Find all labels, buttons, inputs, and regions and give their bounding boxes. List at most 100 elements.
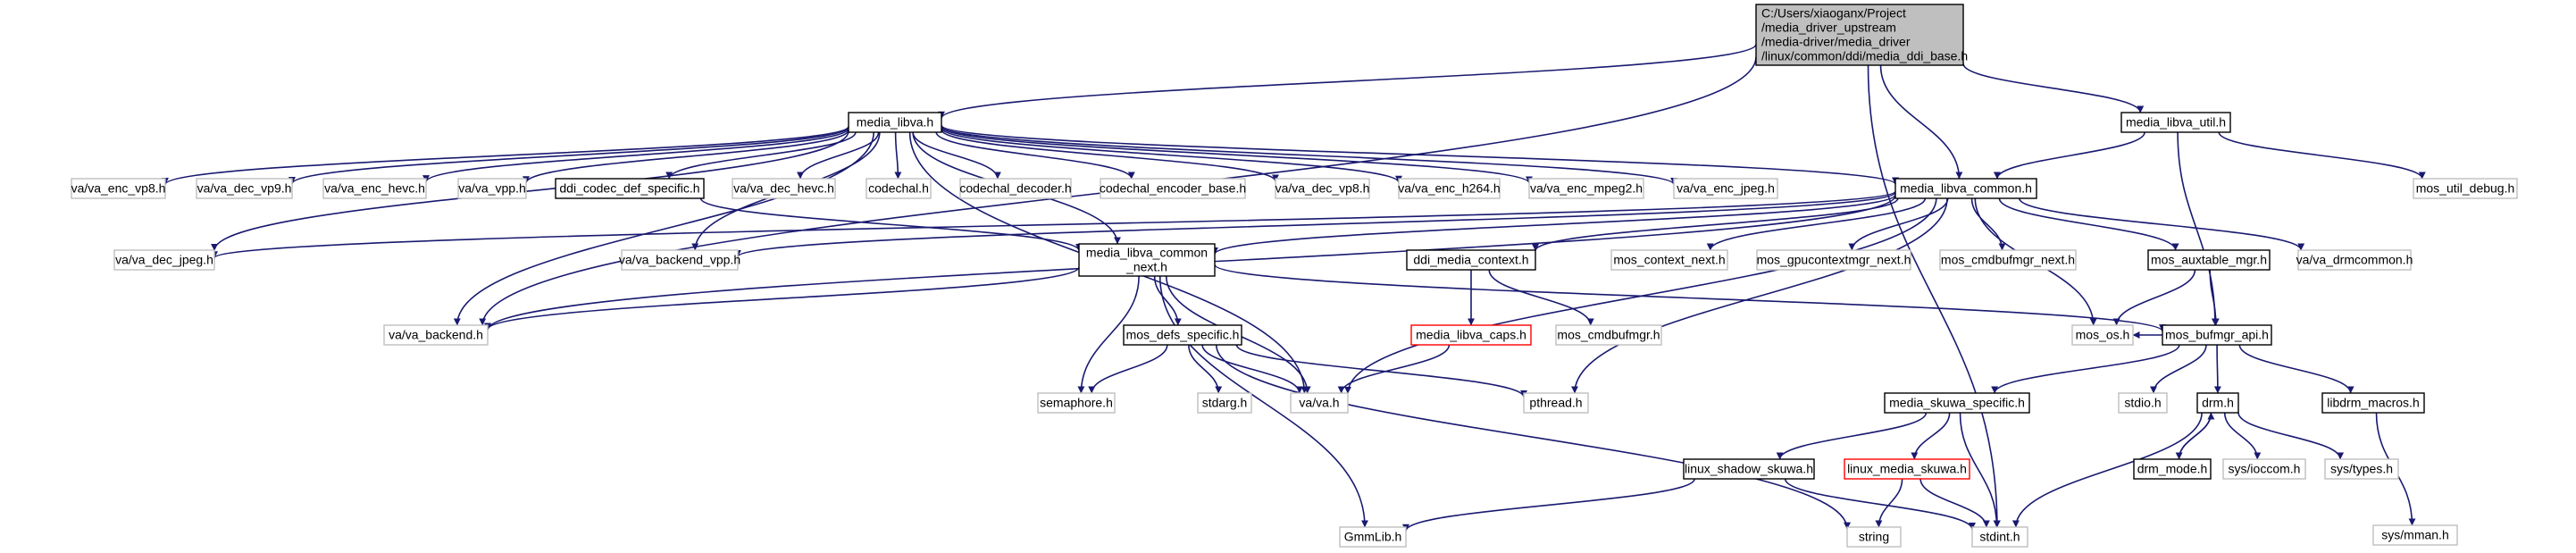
node-linux_media_skuwa-label: linux_media_skuwa.h xyxy=(1847,462,1967,476)
edge-drm-to-sys_ioccom xyxy=(2223,412,2262,460)
node-root-box xyxy=(1755,4,1964,66)
edge-media_libva-to-media_libva_common xyxy=(941,124,1899,185)
node-linux_media_skuwa[interactable]: linux_media_skuwa.h xyxy=(1844,458,1970,480)
node-mos_defs_specific[interactable]: mos_defs_specific.h xyxy=(1123,324,1242,346)
node-linux_media_skuwa-box xyxy=(1844,458,1970,480)
node-va_vpp-box xyxy=(457,178,527,199)
edge-media_libva-to-va_enc_jpeg xyxy=(941,125,1677,186)
edge-ddi_media_context-to-mos_cmdbufmgr xyxy=(1488,269,1594,326)
edge-media_libva-to-va_dec_hevc xyxy=(797,131,880,180)
edge-linux_media_skuwa-to-stdint xyxy=(1919,478,1990,528)
edge-media_libva_common-to-mos_cmdbufmgr_next xyxy=(1970,197,2006,251)
node-media_libva[interactable]: media_libva.h xyxy=(848,112,942,133)
node-media_libva_caps-label: media_libva_caps.h xyxy=(1416,328,1526,342)
node-va_backend-label: va/va_backend.h xyxy=(389,328,483,342)
node-va_enc_vp8-label: va/va_enc_vp8.h xyxy=(71,181,166,196)
node-ddi_codec_def_specific-box xyxy=(555,178,705,199)
edge-media_libva-to-va_dec_jpeg xyxy=(211,130,849,251)
node-media_libva_common_next[interactable]: media_libva_common_next.h xyxy=(1078,243,1216,277)
edge-drm-to-sys_types xyxy=(2237,412,2345,460)
node-va_enc_h264-label: va/va_enc_h264.h xyxy=(1398,181,1500,196)
node-va_dec_hevc-box xyxy=(732,178,836,199)
edge-media_libva_common-to-media_libva_common_next xyxy=(1211,194,1896,256)
node-sys_mman: sys/mman.h xyxy=(2372,524,2458,546)
edge-media_libva-to-va_dec_vp8 xyxy=(941,129,1279,182)
node-media_skuwa_specific-box xyxy=(1884,392,2030,414)
edge-mos_bufmgr_api-to-stdio xyxy=(2150,344,2207,394)
node-semaphore-box xyxy=(1037,392,1116,414)
node-semaphore-label: semaphore.h xyxy=(1040,396,1113,410)
node-media_skuwa_specific-label: media_skuwa_specific.h xyxy=(1889,396,2025,410)
node-ddi_codec_def_specific-label: ddi_codec_def_specific.h xyxy=(559,181,699,196)
node-drm_mode[interactable]: drm_mode.h xyxy=(2133,458,2212,480)
node-va_enc_h264: va/va_enc_h264.h xyxy=(1398,178,1501,199)
node-media_libva_common[interactable]: media_libva_common.h xyxy=(1894,178,2037,199)
node-mos_gpucontextmgr_next-box xyxy=(1756,249,1911,271)
node-media_skuwa_specific[interactable]: media_skuwa_specific.h xyxy=(1884,392,2030,414)
node-va_dec_vp8-label: va/va_dec_vp8.h xyxy=(1275,181,1370,196)
node-gmmlib: GmmLib.h xyxy=(1339,526,1407,548)
edge-media_libva_util-to-mos_util_debug xyxy=(2218,131,2426,180)
edge-media_libva_common-to-va_backend_vpp xyxy=(734,191,1896,258)
node-media_libva_caps[interactable]: media_libva_caps.h xyxy=(1410,324,1532,346)
node-sys_ioccom-box xyxy=(2222,458,2306,480)
node-stdarg-label: stdarg.h xyxy=(1202,396,1248,410)
node-codechal: codechal.h xyxy=(866,178,932,199)
node-pthread-box xyxy=(1523,392,1589,414)
node-ddi_media_context[interactable]: ddi_media_context.h xyxy=(1406,249,1536,271)
edge-root-to-media_libva_util xyxy=(1962,63,2145,113)
node-mos_cmdbufmgr_next-box xyxy=(1939,249,2077,271)
node-media_libva_caps-box xyxy=(1410,324,1532,346)
node-drm-label: drm.h xyxy=(2202,396,2234,410)
node-va_enc_vp8-box xyxy=(71,178,166,199)
node-mos_context_next: mos_context_next.h xyxy=(1610,249,1728,271)
node-mos_cmdbufmgr-label: mos_cmdbufmgr.h xyxy=(1557,328,1660,342)
edge-ddi_codec_def_specific-to-media_libva_common_next xyxy=(699,197,1083,251)
node-va_drmcommon: va/va_drmcommon.h xyxy=(2296,249,2413,271)
node-ddi_codec_def_specific[interactable]: ddi_codec_def_specific.h xyxy=(555,178,705,199)
edge-media_libva_common_next-to-mos_defs_specific xyxy=(1153,275,1182,326)
node-string-box xyxy=(1846,526,1902,548)
node-codechal-box xyxy=(866,178,932,199)
node-ddi_media_context-label: ddi_media_context.h xyxy=(1413,253,1528,267)
node-va_backend_vpp-box xyxy=(621,249,739,271)
node-va_enc_h264-box xyxy=(1398,178,1501,199)
node-linux_shadow_skuwa[interactable]: linux_shadow_skuwa.h xyxy=(1683,458,1815,480)
node-mos_bufmgr_api-label: mos_bufmgr_api.h xyxy=(2165,328,2269,342)
node-mos_os: mos_os.h xyxy=(2071,324,2134,346)
node-stdio: stdio.h xyxy=(2118,392,2168,414)
node-gmmlib-box xyxy=(1339,526,1407,548)
node-root-label: /media-driver/media_driver xyxy=(1761,35,1911,49)
node-va_enc_hevc: va/va_enc_hevc.h xyxy=(322,178,427,199)
node-va_enc_mpeg2: va/va_enc_mpeg2.h xyxy=(1528,178,1644,199)
node-drm_mode-label: drm_mode.h xyxy=(2137,462,2208,476)
node-sys_ioccom-label: sys/ioccom.h xyxy=(2229,462,2301,476)
node-root-label: C:/Users/xiaoganx/Project xyxy=(1761,6,1906,21)
node-libdrm_macros[interactable]: libdrm_macros.h xyxy=(2321,392,2425,414)
edge-media_libva-to-va_dec_vp9 xyxy=(289,126,849,185)
node-va_dec_vp9: va/va_dec_vp9.h xyxy=(196,178,293,199)
node-linux_shadow_skuwa-box xyxy=(1683,458,1815,480)
node-mos_auxtable_mgr[interactable]: mos_auxtable_mgr.h xyxy=(2147,249,2271,271)
node-sys_mman-box xyxy=(2372,524,2458,546)
edge-mos_bufmgr_api-to-drm xyxy=(2213,344,2221,394)
node-mos_bufmgr_api[interactable]: mos_bufmgr_api.h xyxy=(2162,324,2272,346)
node-media_libva-label: media_libva.h xyxy=(857,115,933,130)
node-root[interactable]: C:/Users/xiaoganx/Project/media_driver_u… xyxy=(1755,4,1968,66)
edge-media_libva_common-to-mos_auxtable_mgr xyxy=(1998,197,2179,251)
node-media_libva_util[interactable]: media_libva_util.h xyxy=(2120,112,2231,133)
node-stdint: stdint.h xyxy=(1971,526,2028,548)
node-mos_util_debug-box xyxy=(2413,178,2518,199)
edge-media_libva-to-codechal xyxy=(894,131,902,180)
node-media_libva_util-box xyxy=(2120,112,2231,133)
node-ddi_media_context-box xyxy=(1406,249,1536,271)
node-va_dec_hevc: va/va_dec_hevc.h xyxy=(732,178,836,199)
node-libdrm_macros-box xyxy=(2321,392,2425,414)
node-media_libva_util-label: media_libva_util.h xyxy=(2126,115,2226,130)
node-mos_cmdbufmgr_next: mos_cmdbufmgr_next.h xyxy=(1939,249,2077,271)
nodes-layer: C:/Users/xiaoganx/Project/media_driver_u… xyxy=(71,4,2518,548)
node-drm[interactable]: drm.h xyxy=(2196,392,2239,414)
edges-layer xyxy=(162,43,2426,532)
node-va_dec_jpeg-box xyxy=(113,249,215,271)
edge-media_libva-to-va_enc_vp8 xyxy=(162,125,849,186)
